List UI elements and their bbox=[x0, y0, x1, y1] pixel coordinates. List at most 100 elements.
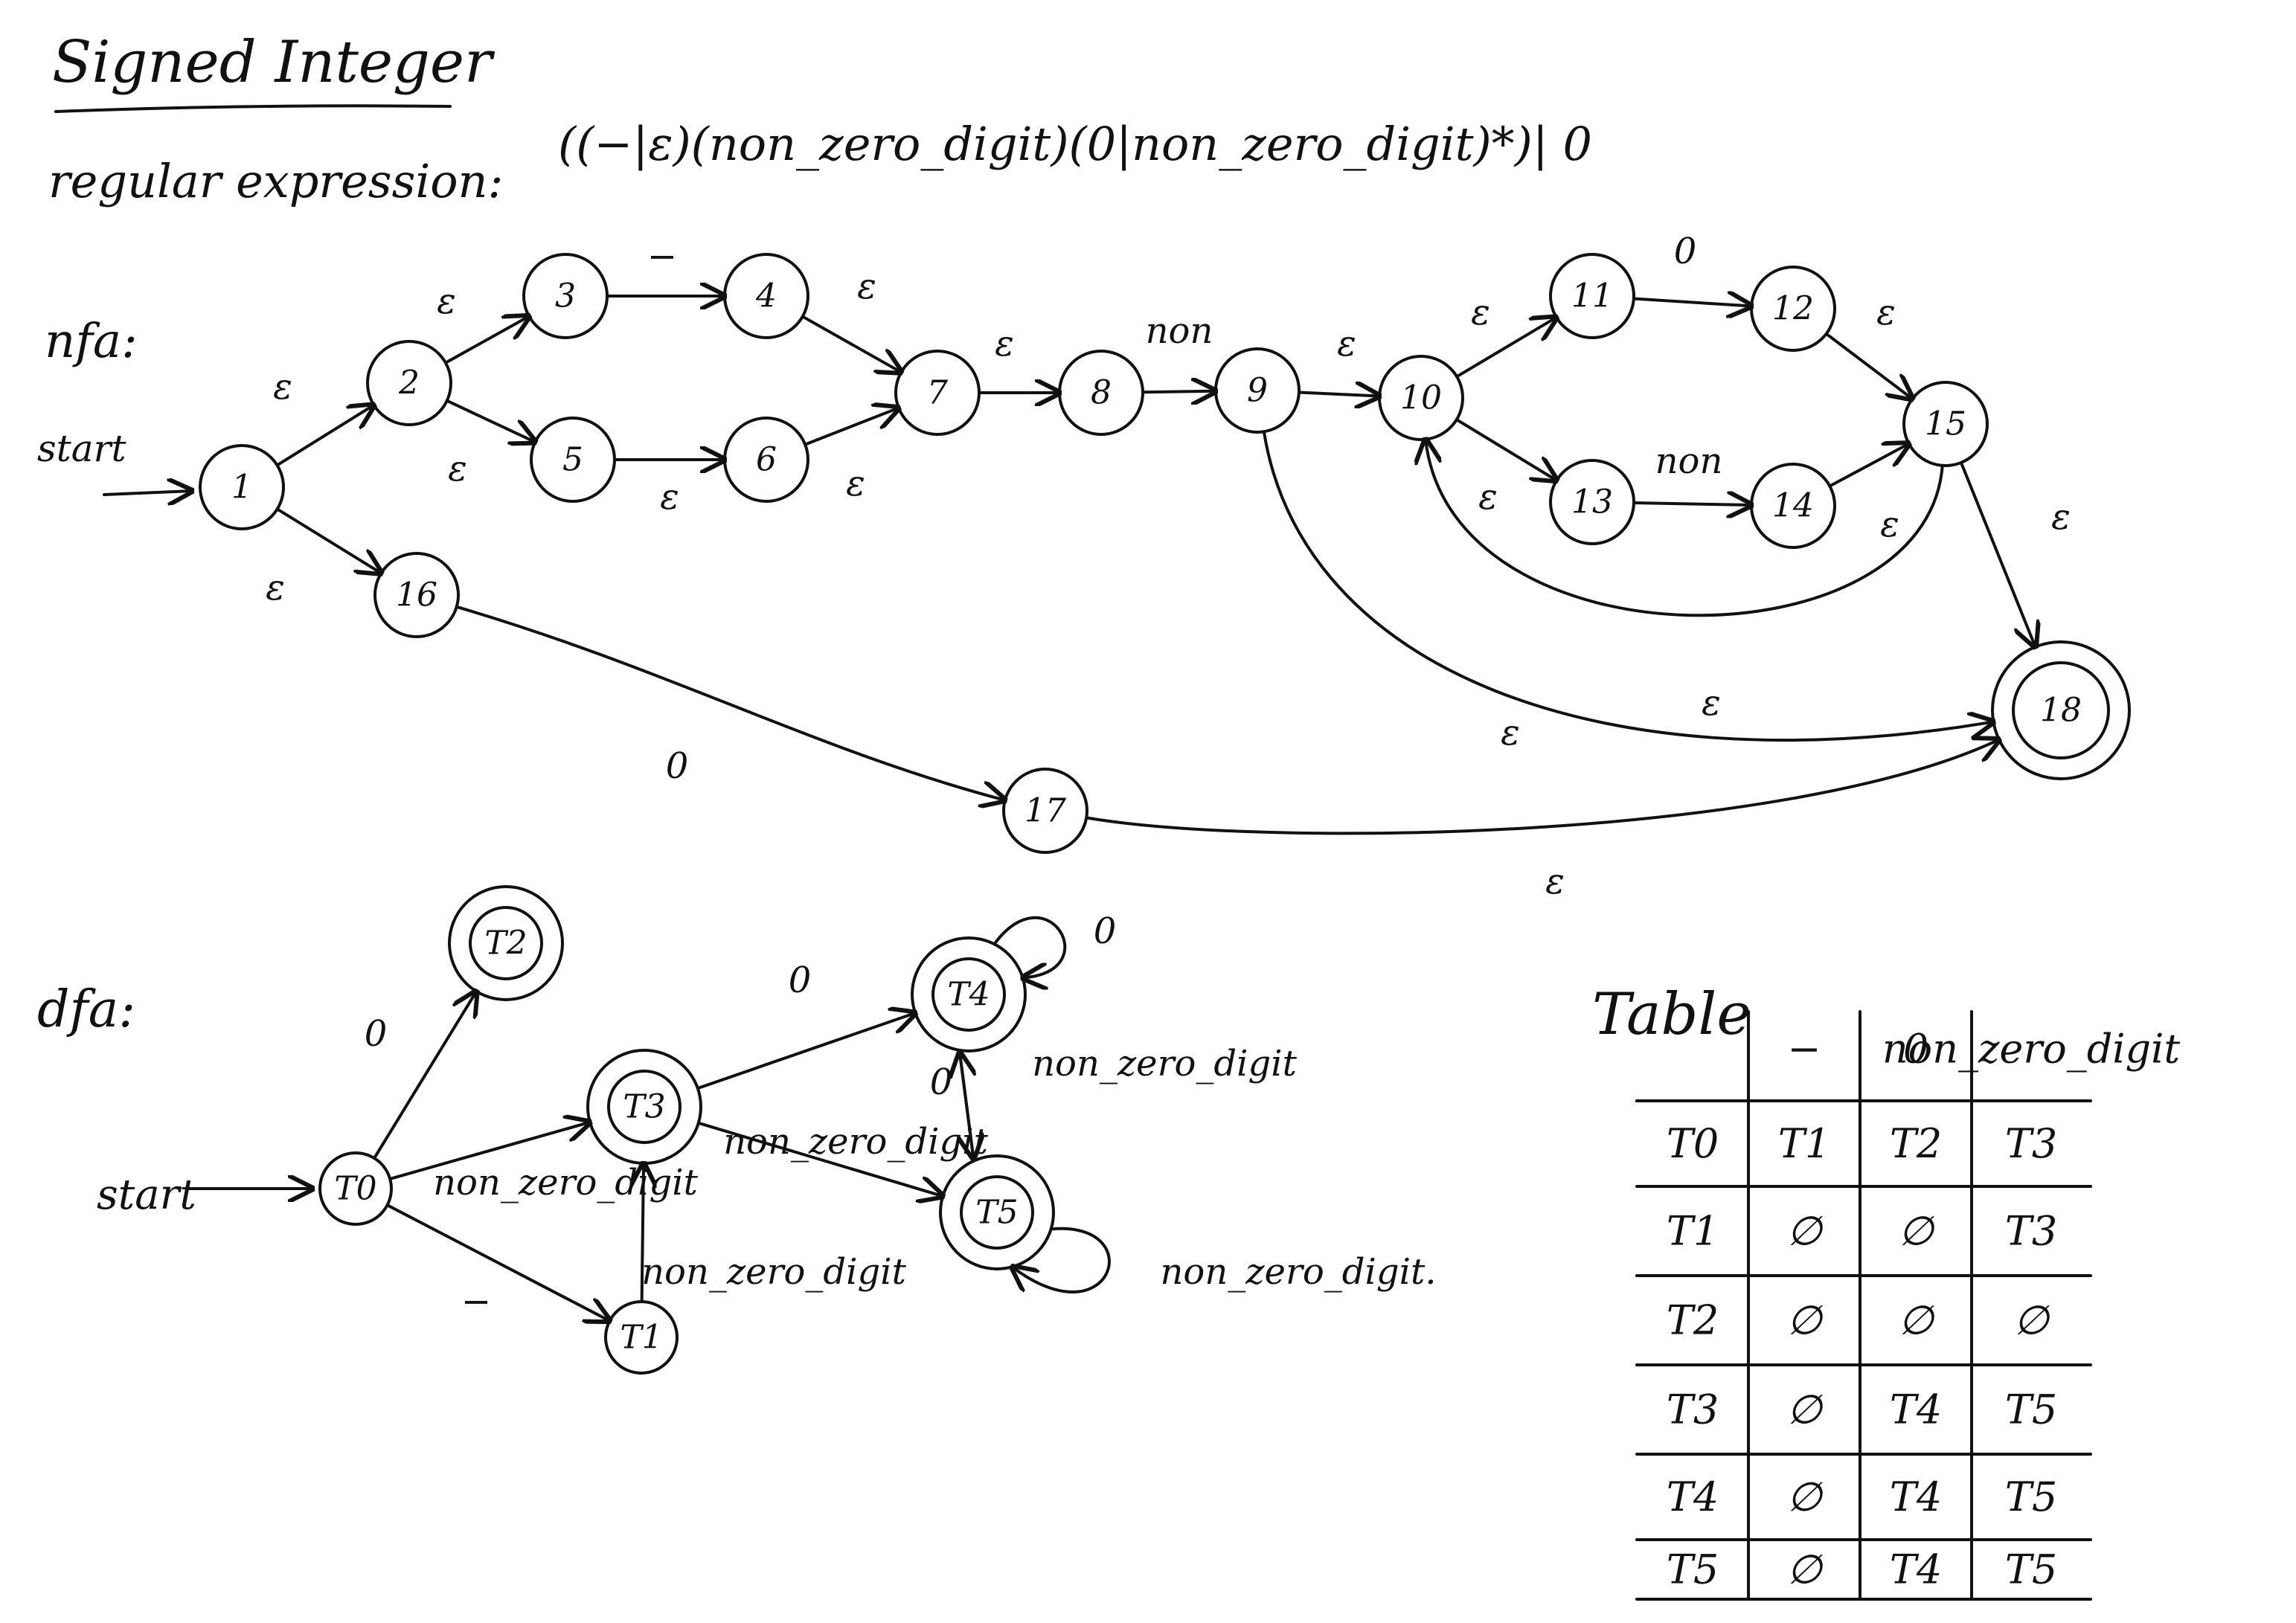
nfa-state-3 bbox=[522, 253, 609, 339]
table-cell: ∅ bbox=[1898, 1208, 1934, 1255]
nfa-state-label-2: 2 bbox=[398, 364, 420, 402]
dfa-state-T2 bbox=[469, 906, 543, 980]
nfa-state-label-5: 5 bbox=[562, 441, 583, 479]
dfa-edge-T4-T4 bbox=[993, 916, 1067, 978]
table-row-state: T4 bbox=[1667, 1473, 1719, 1520]
nfa-state-2 bbox=[366, 340, 452, 426]
table-row-state: T1 bbox=[1667, 1208, 1719, 1255]
table-cell: ∅ bbox=[2013, 1297, 2050, 1344]
nfa-state-label-8: 8 bbox=[1091, 374, 1112, 412]
nfa-state-8 bbox=[1058, 350, 1144, 436]
dfa-state-T3-outer-ring bbox=[586, 1049, 702, 1165]
nfa-state-label-4: 4 bbox=[755, 277, 777, 315]
table-row-state: T2 bbox=[1667, 1297, 1719, 1344]
nfa-edge-label-11-12: 0 bbox=[1674, 231, 1697, 272]
nfa-state-label-18: 18 bbox=[2040, 692, 2082, 730]
dfa-edge-label-T0-T2: 0 bbox=[365, 1013, 388, 1055]
nfa-edge-10-11 bbox=[1455, 318, 1556, 379]
dfa-state-label-T0: T0 bbox=[334, 1170, 376, 1208]
nfa-state-1 bbox=[199, 444, 285, 530]
nfa-state-label-14: 14 bbox=[1772, 487, 1814, 525]
dfa-state-T4 bbox=[931, 957, 1006, 1032]
table-header-2: non_zero_digit bbox=[1882, 1026, 2180, 1073]
nfa-edge-4-7 bbox=[801, 315, 901, 373]
nfa-state-label-15: 15 bbox=[1925, 405, 1966, 443]
table-cell: ∅ bbox=[1786, 1546, 1823, 1593]
nfa-edge-label-8-9: non bbox=[1146, 310, 1213, 352]
dfa-edge-label-T4-T5: non_zero_digit bbox=[1032, 1043, 1297, 1084]
dfa-state-T3 bbox=[607, 1070, 682, 1144]
nfa-edge-1-2 bbox=[275, 405, 374, 467]
nfa-state-label-7: 7 bbox=[927, 374, 948, 412]
dfa-state-label-T2: T2 bbox=[484, 925, 527, 962]
nfa-edge-14-15 bbox=[1828, 443, 1908, 488]
table-header-0: − bbox=[1787, 1026, 1821, 1073]
dfa-state-T0 bbox=[318, 1151, 393, 1226]
nfa-edge-label-9-10: ε bbox=[1337, 323, 1356, 364]
table-cell: ∅ bbox=[1898, 1297, 1934, 1344]
table-cell: T4 bbox=[1890, 1546, 1942, 1593]
dfa-graph: 0 non_zero_digit − non_zero_digit 0 non_zero_… bbox=[318, 885, 1437, 1375]
table-row-state: T0 bbox=[1667, 1120, 1719, 1167]
nfa-start-label: start bbox=[37, 427, 126, 470]
dfa-edge-T0-T3 bbox=[388, 1122, 590, 1180]
dfa-edge-T5-T4 bbox=[960, 1052, 973, 1160]
table-cell: T2 bbox=[1890, 1120, 1942, 1167]
title-underline bbox=[54, 104, 452, 113]
table-cell: ∅ bbox=[1786, 1386, 1823, 1433]
nfa-edge-label-1-2: ε bbox=[273, 366, 292, 408]
nfa-edge-label-9-18: ε bbox=[1501, 712, 1520, 753]
table-cell: ∅ bbox=[1786, 1297, 1823, 1344]
nfa-edge-6-7 bbox=[804, 408, 899, 446]
nfa-edge-label-1-16: ε bbox=[266, 567, 285, 608]
nfa-edge-15-18 bbox=[1959, 460, 2036, 647]
dfa-edge-label-T1-T3: non_zero_digit bbox=[641, 1251, 906, 1293]
nfa-edge-label-10-13: ε bbox=[1478, 476, 1498, 518]
dfa-state-label-T1: T1 bbox=[620, 1319, 662, 1357]
dfa-edge-label-T0-T3: non_zero_digit bbox=[433, 1162, 698, 1203]
dfa-edge-label-T3-T5: non_zero_digit bbox=[723, 1121, 988, 1163]
nfa-edge-12-15 bbox=[1824, 332, 1913, 399]
nfa-edge-label-13-14: non bbox=[1655, 440, 1723, 482]
dfa-edge-label-T5-T5: non_zero_digit. bbox=[1161, 1251, 1437, 1293]
nfa-state-label-1: 1 bbox=[231, 469, 252, 507]
dfa-state-label-T3: T3 bbox=[623, 1088, 665, 1126]
nfa-edge-2-3 bbox=[443, 316, 529, 364]
dfa-state-T1 bbox=[604, 1300, 679, 1375]
nfa-edge-13-14 bbox=[1632, 503, 1751, 505]
nfa-edge-9-10 bbox=[1297, 393, 1379, 396]
nfa-state-6 bbox=[723, 417, 809, 503]
dfa-edge-label-T5-T4: 0 bbox=[930, 1061, 953, 1103]
dfa-state-T4-outer-ring bbox=[911, 936, 1027, 1052]
nfa-state-17 bbox=[1002, 768, 1088, 854]
dfa-edge-T0-T1 bbox=[385, 1203, 610, 1321]
nfa-edge-label-12-15: ε bbox=[1876, 292, 1896, 333]
nfa-state-5 bbox=[530, 417, 616, 503]
nfa-edge-2-5 bbox=[445, 399, 536, 443]
nfa-edge-15-10 bbox=[1426, 440, 1944, 617]
dfa-edge-T1-T3 bbox=[642, 1163, 644, 1303]
nfa-state-10 bbox=[1378, 355, 1464, 441]
nfa-edge-11-12 bbox=[1632, 299, 1751, 306]
nfa-edge-label-6-7: ε bbox=[846, 463, 865, 504]
dfa-label: dfa: bbox=[37, 980, 135, 1039]
nfa-state-label-10: 10 bbox=[1400, 379, 1442, 417]
table-cell: T5 bbox=[2005, 1473, 2057, 1520]
nfa-state-11 bbox=[1549, 253, 1635, 339]
nfa-edge-label-4-7: ε bbox=[857, 266, 876, 307]
dfa-edge-label-T4-T4: 0 bbox=[1094, 910, 1117, 952]
dfa-state-T2-outer-ring bbox=[448, 885, 564, 1001]
nfa-edge-label-17-18: ε bbox=[1545, 861, 1565, 902]
nfa-state-label-11: 11 bbox=[1571, 277, 1613, 315]
dfa-state-label-T5: T5 bbox=[975, 1194, 1018, 1232]
nfa-state-label-13: 13 bbox=[1571, 483, 1613, 521]
table-row-state: T3 bbox=[1667, 1386, 1719, 1433]
nfa-state-label-12: 12 bbox=[1772, 290, 1814, 328]
table-cell: T4 bbox=[1890, 1473, 1942, 1520]
nfa-edge-label-15-18: ε bbox=[2051, 496, 2071, 538]
dfa-edge-T3-T5 bbox=[696, 1121, 943, 1196]
nfa-state-13 bbox=[1549, 459, 1635, 545]
nfa-label: nfa: bbox=[45, 314, 138, 369]
dfa-edge-label-T0-T1: − bbox=[461, 1281, 491, 1322]
